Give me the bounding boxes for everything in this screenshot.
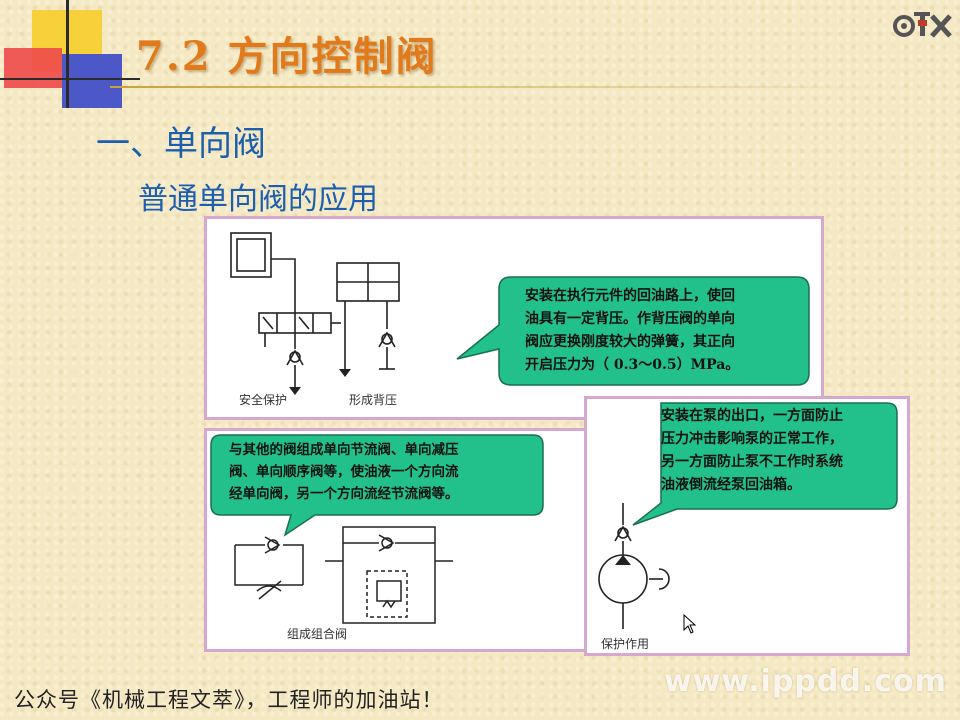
callout-bubble-bottom-left	[210, 434, 544, 537]
circuit-diagram-pump	[598, 402, 898, 629]
decor-vertical-line	[66, 0, 69, 108]
panel-pump-protection: 安装在泵的出口，一方面防止 压力冲击影响泵的正常工作， 另一方面防止泵不工作时系…	[584, 396, 910, 656]
callout-bubble-right	[632, 402, 898, 526]
callout-line: 油液倒流经泵回油箱。	[661, 477, 801, 493]
decor-blue-square	[62, 54, 122, 108]
decor-horizontal-line	[0, 78, 140, 80]
callout-line: 阀应更换刚度较大的弹簧，其正向	[525, 334, 735, 350]
callout-line: 安装在泵的出口，一方面防止	[661, 408, 843, 424]
circuit-diagram-top	[230, 232, 810, 395]
caption-pump-protection: 保护作用	[601, 637, 650, 651]
watermark: www.ippdd.com	[664, 664, 947, 699]
callout-line: 经单向阀，另一个方向流经节流阀等。	[229, 486, 459, 502]
callout-line: 油具有一定背压。作背压阀的单向	[525, 311, 735, 327]
callout-bubble-top	[456, 276, 810, 386]
panel-backpressure: 安装在执行元件的回油路上，使回 油具有一定背压。作背压阀的单向 阀应更换刚度较大…	[204, 216, 824, 420]
callout-line: 开启压力为（ 0.3～0.5）MPa。	[525, 357, 740, 373]
callout-line: 压力冲击影响泵的正常工作，	[661, 431, 843, 447]
callout-text-bottom-left: 与其他的阀组成单向节流阀、单向减压 阀、单向顺序阀等，使油液一个方向流 经单向阀…	[229, 439, 459, 505]
callout-text-right: 安装在泵的出口，一方面防止 压力冲击影响泵的正常工作， 另一方面防止泵不工作时系…	[661, 405, 843, 497]
callout-line: 安装在执行元件的回油路上，使回	[525, 288, 735, 304]
circuit-diagram-combined	[210, 434, 544, 624]
footer-caption: 公众号《机械工程文萃》，工程师的加油站！	[14, 688, 444, 712]
caption-safety-protection: 安全保护	[239, 393, 288, 407]
panel-combined-valve: 与其他的阀组成单向节流阀、单向减压 阀、单向顺序阀等，使油液一个方向流 经单向阀…	[204, 428, 590, 652]
caption-backpressure: 形成背压	[349, 393, 398, 407]
callout-line: 阀、单向顺序阀等，使油液一个方向流	[229, 464, 459, 480]
callout-line: 另一方面防止泵不工作时系统	[661, 454, 843, 470]
callout-line: 与其他的阀组成单向节流阀、单向减压	[229, 442, 459, 458]
decor-red-square	[4, 48, 62, 88]
mouse-cursor-icon	[683, 614, 697, 634]
logo-icon	[893, 12, 952, 38]
caption-combined-valve: 组成组合阀	[287, 627, 348, 641]
subsection-heading: 普通单向阀的应用	[138, 182, 378, 217]
slide-title: 7.2 方向控制阀	[136, 33, 438, 80]
section-heading: 一、单向阀	[96, 124, 266, 164]
callout-text-top: 安装在执行元件的回油路上，使回 油具有一定背压。作背压阀的单向 阀应更换刚度较大…	[525, 285, 739, 377]
title-underline	[110, 86, 870, 88]
